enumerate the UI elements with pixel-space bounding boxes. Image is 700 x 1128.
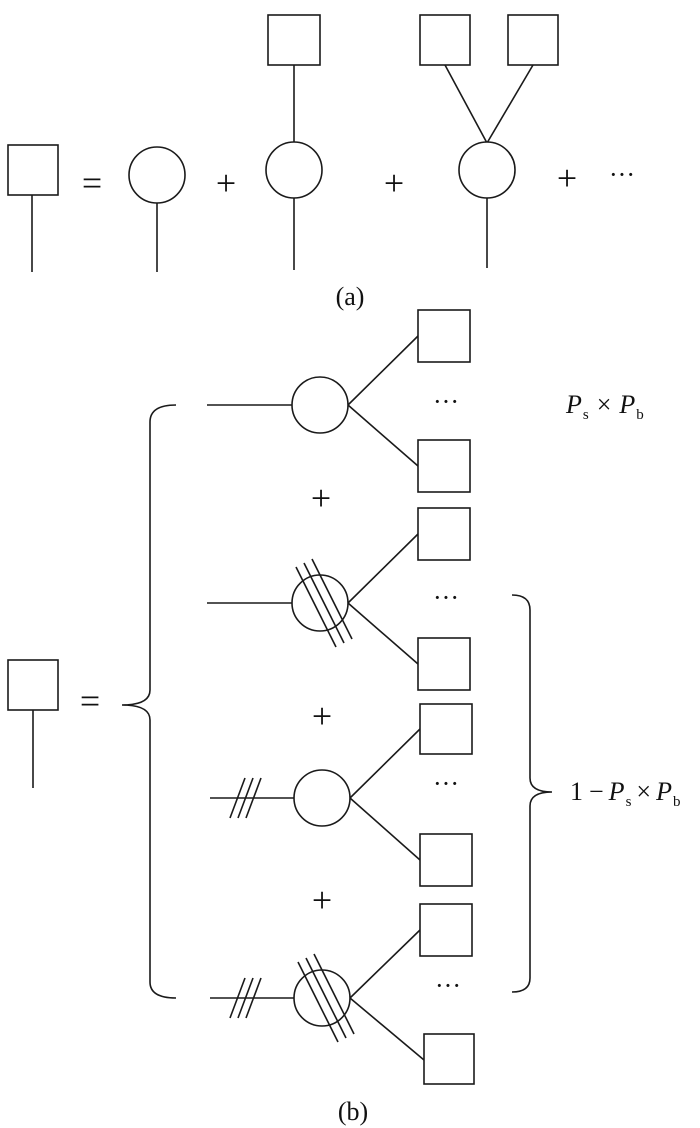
strike-mark: [295, 566, 337, 648]
square-node: [423, 1033, 475, 1085]
row-1: ···: [207, 309, 471, 493]
plus-sign: +: [216, 163, 236, 203]
branch-line: [444, 64, 488, 144]
ellipsis: ···: [609, 160, 635, 189]
ellipsis: ···: [433, 583, 459, 612]
probability-label: Ps×Pb: [565, 390, 644, 423]
ellipsis: ···: [433, 387, 459, 416]
term-a2: [265, 14, 323, 270]
circle-node: [291, 376, 349, 434]
circle-node: [293, 769, 351, 827]
strike-mark: [303, 562, 345, 644]
complement-probability-label: 1−Ps×Pb: [570, 777, 680, 810]
ellipsis: ···: [433, 769, 459, 798]
caption-a: (a): [336, 282, 365, 311]
lhs-node-a: [7, 144, 59, 272]
plus-sign: +: [557, 158, 577, 198]
branch-line: [347, 335, 419, 406]
branch-line: [349, 997, 425, 1061]
strike-mark: [229, 977, 246, 1019]
strike-mark: [313, 953, 355, 1035]
square-node: [7, 659, 59, 711]
square-node: [417, 439, 471, 493]
branch-line: [347, 533, 419, 604]
left-brace: [121, 404, 177, 999]
circle-node: [128, 146, 186, 204]
branch-line: [347, 602, 419, 665]
branch-line: [486, 64, 534, 144]
strike-mark: [237, 777, 254, 819]
equals-sign: =: [82, 163, 102, 203]
branch-line: [349, 929, 421, 999]
square-node: [417, 309, 471, 363]
right-brace: [511, 594, 553, 993]
term-a3: [419, 14, 559, 268]
circle-node: [265, 141, 323, 199]
lhs-node-b: [7, 659, 59, 788]
part-b: = ··· + ··· +: [7, 309, 680, 1126]
row-3: ···: [210, 703, 473, 887]
ellipsis: ···: [435, 971, 461, 1000]
equals-sign: =: [80, 681, 100, 721]
square-node: [419, 14, 471, 66]
circle-node: [291, 574, 349, 632]
square-node: [419, 903, 473, 957]
strike-mark: [245, 777, 262, 819]
branch-line: [349, 728, 421, 799]
square-node: [267, 14, 321, 66]
strike-mark: [229, 777, 246, 819]
square-node: [507, 14, 559, 66]
caption-b: (b): [338, 1097, 368, 1126]
branch-line: [349, 797, 421, 861]
strike-mark: [297, 961, 339, 1043]
square-node: [7, 144, 59, 196]
term-a1: [128, 146, 186, 272]
plus-sign: +: [312, 696, 332, 736]
plus-sign: +: [311, 478, 331, 518]
circle-node: [293, 969, 351, 1027]
plus-sign: +: [384, 163, 404, 203]
strike-mark: [305, 957, 347, 1039]
branch-line: [347, 404, 419, 467]
row-4: ···: [210, 903, 475, 1085]
square-node: [419, 833, 473, 887]
strike-mark: [311, 558, 353, 640]
strike-mark: [245, 977, 262, 1019]
square-node: [419, 703, 473, 755]
part-a: = + + + ··· (a): [7, 14, 635, 311]
circle-node: [458, 141, 516, 199]
square-node: [417, 637, 471, 691]
row-2: ···: [207, 507, 471, 691]
strike-mark: [237, 977, 254, 1019]
square-node: [417, 507, 471, 561]
plus-sign: +: [312, 880, 332, 920]
